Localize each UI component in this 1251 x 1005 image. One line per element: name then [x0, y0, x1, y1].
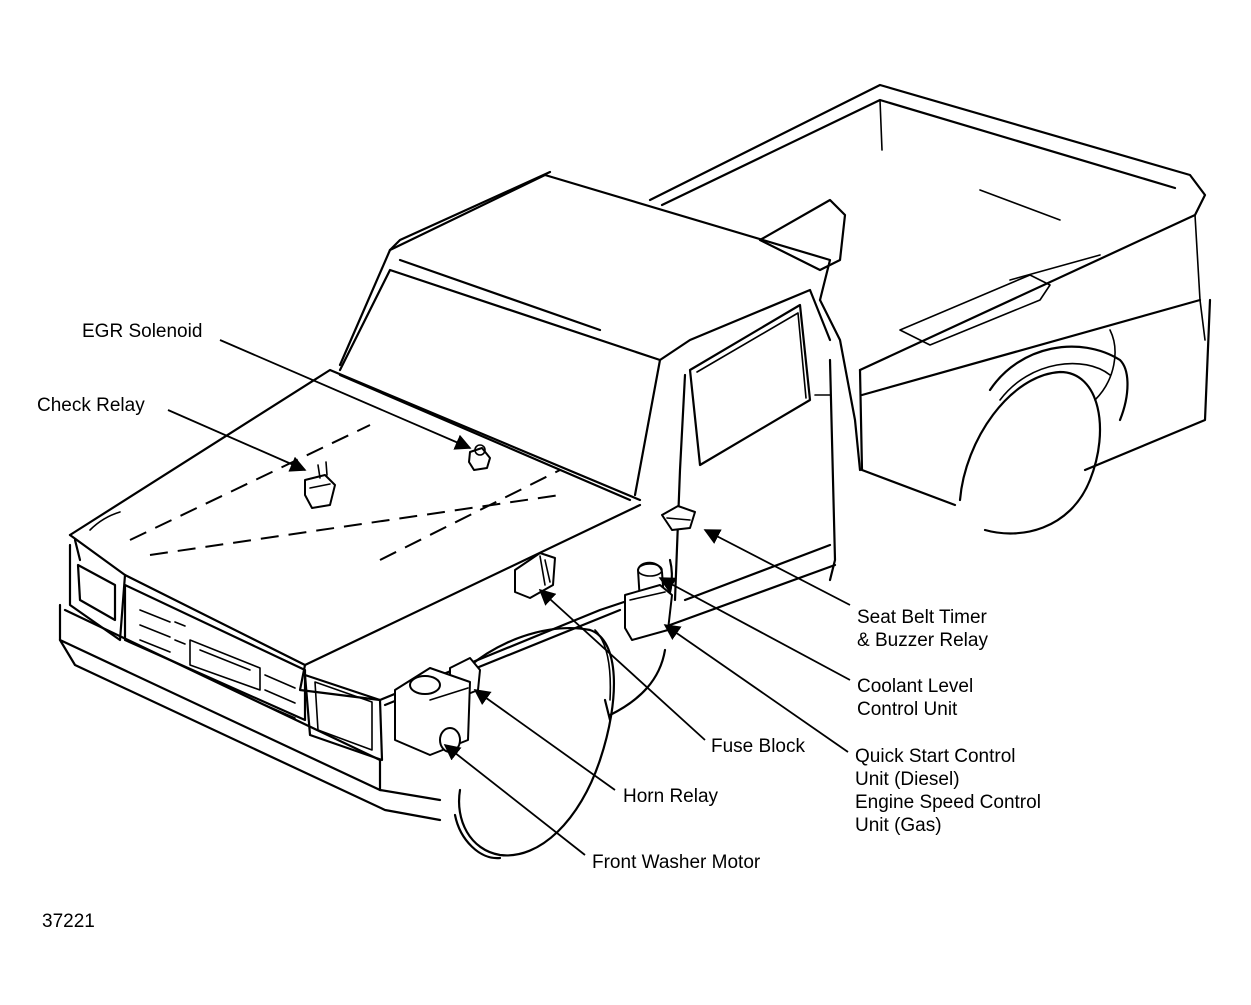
leader-check-relay [167, 409, 307, 472]
label-engine-speed-control: Engine Speed Control [855, 792, 1041, 813]
figure-id: 37221 [42, 911, 95, 932]
label-check-relay: Check Relay [37, 395, 145, 416]
front-body [58, 368, 674, 860]
label-seat-belt-timer: Seat Belt Timer [857, 607, 987, 628]
label-horn-relay: Horn Relay [623, 786, 719, 807]
component-seat-belt-relay [661, 505, 696, 531]
label-unit-diesel: Unit (Diesel) [855, 769, 960, 790]
component-egr-solenoid [468, 444, 491, 471]
leader-seat-belt [703, 529, 851, 606]
pickup-bed [648, 83, 1212, 535]
leader-coolant [658, 577, 851, 681]
component-check-relay [304, 461, 336, 509]
label-buzzer-relay: & Buzzer Relay [857, 630, 988, 651]
leader-front-washer [443, 743, 586, 856]
label-egr-solenoid: EGR Solenoid [82, 321, 203, 342]
label-fuse-block: Fuse Block [711, 736, 805, 757]
leader-lines [167, 339, 851, 856]
leader-horn-relay [473, 689, 616, 791]
component-quick-start-unit [624, 584, 673, 641]
component-fuse-block [514, 552, 556, 599]
label-front-washer-motor: Front Washer Motor [592, 852, 761, 873]
label-control-unit: Control Unit [857, 699, 958, 720]
label-coolant-level: Coolant Level [857, 676, 974, 697]
label-unit-gas: Unit (Gas) [855, 815, 942, 836]
cab [338, 170, 862, 627]
leader-quick-start [663, 624, 849, 753]
leader-egr-solenoid [219, 339, 472, 450]
label-quick-start-control: Quick Start Control [855, 746, 1016, 767]
leader-fuse-block [538, 588, 706, 741]
